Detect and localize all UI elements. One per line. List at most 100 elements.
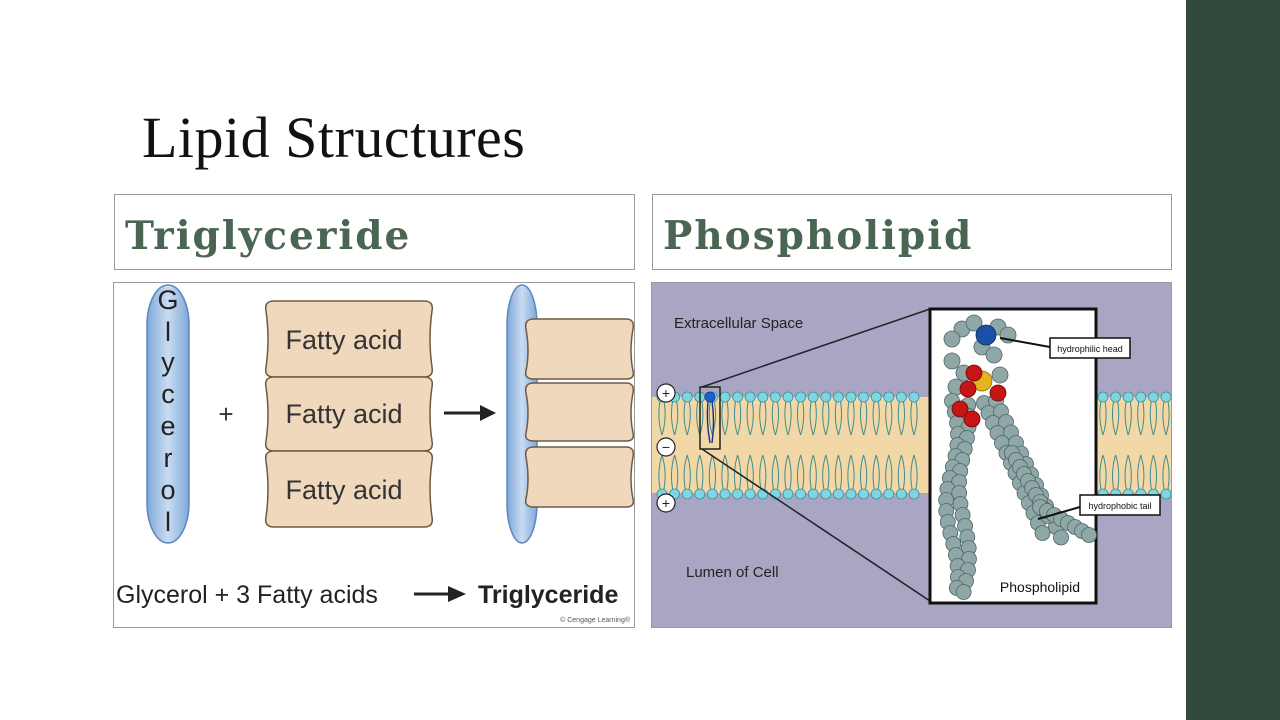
- accent-sidebar: [1186, 0, 1280, 720]
- zoom-selection-box: [699, 386, 721, 450]
- product-fatty-acid-blob: [524, 446, 634, 508]
- lipid-tail: [708, 454, 717, 490]
- lipid-head: [694, 488, 706, 500]
- lipid-head: [908, 391, 920, 403]
- atom-sphere: [991, 366, 1009, 384]
- zoom-line-bottom: [701, 448, 931, 602]
- lipid-tail: [1137, 400, 1145, 436]
- lipid-head: [807, 391, 819, 403]
- lipid-tail: [910, 454, 918, 490]
- reaction-arrow: [444, 405, 496, 421]
- lipid-tail: [759, 454, 767, 490]
- lipid-head: [795, 488, 807, 500]
- lipid-tail: [1162, 400, 1170, 436]
- lipid-tail: [1111, 400, 1120, 436]
- fatty-acid-group: Fatty acid Fatty acid Fatty acid: [264, 300, 434, 528]
- phospholipid-diagram: Extracellular Space Lumen of Cell + − + …: [651, 282, 1172, 628]
- lipid-tail: [872, 400, 880, 436]
- lipid-tail: [683, 454, 691, 490]
- lipid-head: [782, 488, 794, 500]
- lipid-tail: [746, 400, 754, 436]
- glycerol-letter: r: [164, 443, 173, 473]
- lipid-head: [732, 391, 743, 403]
- lipid-head: [883, 391, 895, 403]
- triglyceride-diagram: G l y c e r o l + Fatty acid Fatty acid …: [113, 282, 635, 628]
- lipid-head: [845, 391, 857, 403]
- lipid-head: [870, 488, 882, 500]
- lipid-head: [858, 488, 870, 500]
- lipid-head: [870, 391, 882, 403]
- lipid-head: [895, 391, 907, 403]
- atom-sphere: [1053, 529, 1069, 546]
- glycerol-letter: G: [157, 285, 178, 315]
- lipid-head: [770, 391, 781, 403]
- zoom-line-top: [701, 308, 931, 388]
- lipid-tail: [746, 454, 754, 490]
- charge-negative: −: [662, 439, 670, 455]
- fatty-acid-blob: [264, 300, 434, 378]
- lipid-tail: [809, 400, 817, 436]
- plus-sign: +: [218, 399, 233, 429]
- callout-head-text: hydrophilic head: [1057, 344, 1123, 354]
- lipid-head: [883, 488, 895, 500]
- fatty-acid-blob: [264, 450, 434, 528]
- slide-title: Lipid Structures: [142, 105, 526, 170]
- lipid-tail: [796, 400, 805, 436]
- atom-sphere: [965, 314, 983, 332]
- atom-sphere: [975, 324, 997, 346]
- lipid-tail: [1149, 400, 1158, 436]
- lipid-tail: [658, 454, 666, 490]
- lipid-head: [719, 488, 731, 500]
- phospholipid-heading: Phospholipid: [663, 213, 974, 259]
- lipid-head: [832, 488, 844, 500]
- lipid-head: [858, 391, 870, 403]
- lipid-head: [707, 488, 718, 500]
- lipid-tail: [1099, 400, 1107, 436]
- lipid-head: [782, 391, 794, 403]
- triglyceride-heading-box: Triglyceride: [114, 194, 635, 270]
- lipid-tail: [859, 454, 868, 490]
- lipid-tail: [885, 454, 893, 490]
- atom-sphere: [943, 352, 961, 370]
- charge-positive: +: [662, 385, 670, 401]
- molecule-label: Phospholipid: [1000, 579, 1080, 595]
- lipid-head: [820, 488, 832, 500]
- lipid-tail: [796, 454, 805, 490]
- lipid-head: [908, 488, 920, 500]
- lipid-tail: [910, 400, 918, 436]
- lipid-bilayer: [656, 391, 1171, 500]
- equation-left: Glycerol + 3 Fatty acids: [116, 581, 378, 609]
- glycerol-letter: e: [160, 411, 175, 441]
- callout-tail-text: hydrophobic tail: [1088, 501, 1151, 511]
- atom-sphere: [989, 384, 1007, 402]
- lipid-tail: [658, 400, 666, 436]
- lipid-tail: [1162, 454, 1170, 490]
- atom-sphere: [963, 410, 981, 428]
- product-fatty-acid-blob: [524, 318, 634, 380]
- lipid-tail: [696, 454, 704, 490]
- equation-arrow: [414, 586, 466, 602]
- triglyceride-heading: Triglyceride: [125, 213, 412, 259]
- lipid-tail: [822, 454, 830, 490]
- lipid-tail: [1149, 454, 1158, 490]
- lipid-tail: [847, 454, 855, 490]
- lipid-tail: [809, 454, 817, 490]
- fatty-acid-label: Fatty acid: [285, 475, 402, 505]
- lipid-head: [1147, 391, 1159, 403]
- lipid-head: [681, 391, 693, 403]
- atom-sphere: [943, 330, 961, 348]
- lipid-head: [895, 488, 907, 500]
- lipid-head: [732, 488, 743, 500]
- lipid-head: [845, 488, 857, 500]
- lipid-tail: [847, 400, 855, 436]
- lipid-tail: [771, 400, 780, 436]
- lipid-tail: [759, 400, 767, 436]
- lipid-head: [1097, 391, 1109, 403]
- atom-sphere: [959, 380, 977, 398]
- glycerol-letter: l: [165, 317, 171, 347]
- atom-sphere: [985, 346, 1003, 364]
- lipid-tail: [1099, 454, 1107, 490]
- lipid-tail: [670, 400, 679, 436]
- callout-tail: hydrophobic tail: [1037, 494, 1161, 520]
- lipid-head: [820, 391, 832, 403]
